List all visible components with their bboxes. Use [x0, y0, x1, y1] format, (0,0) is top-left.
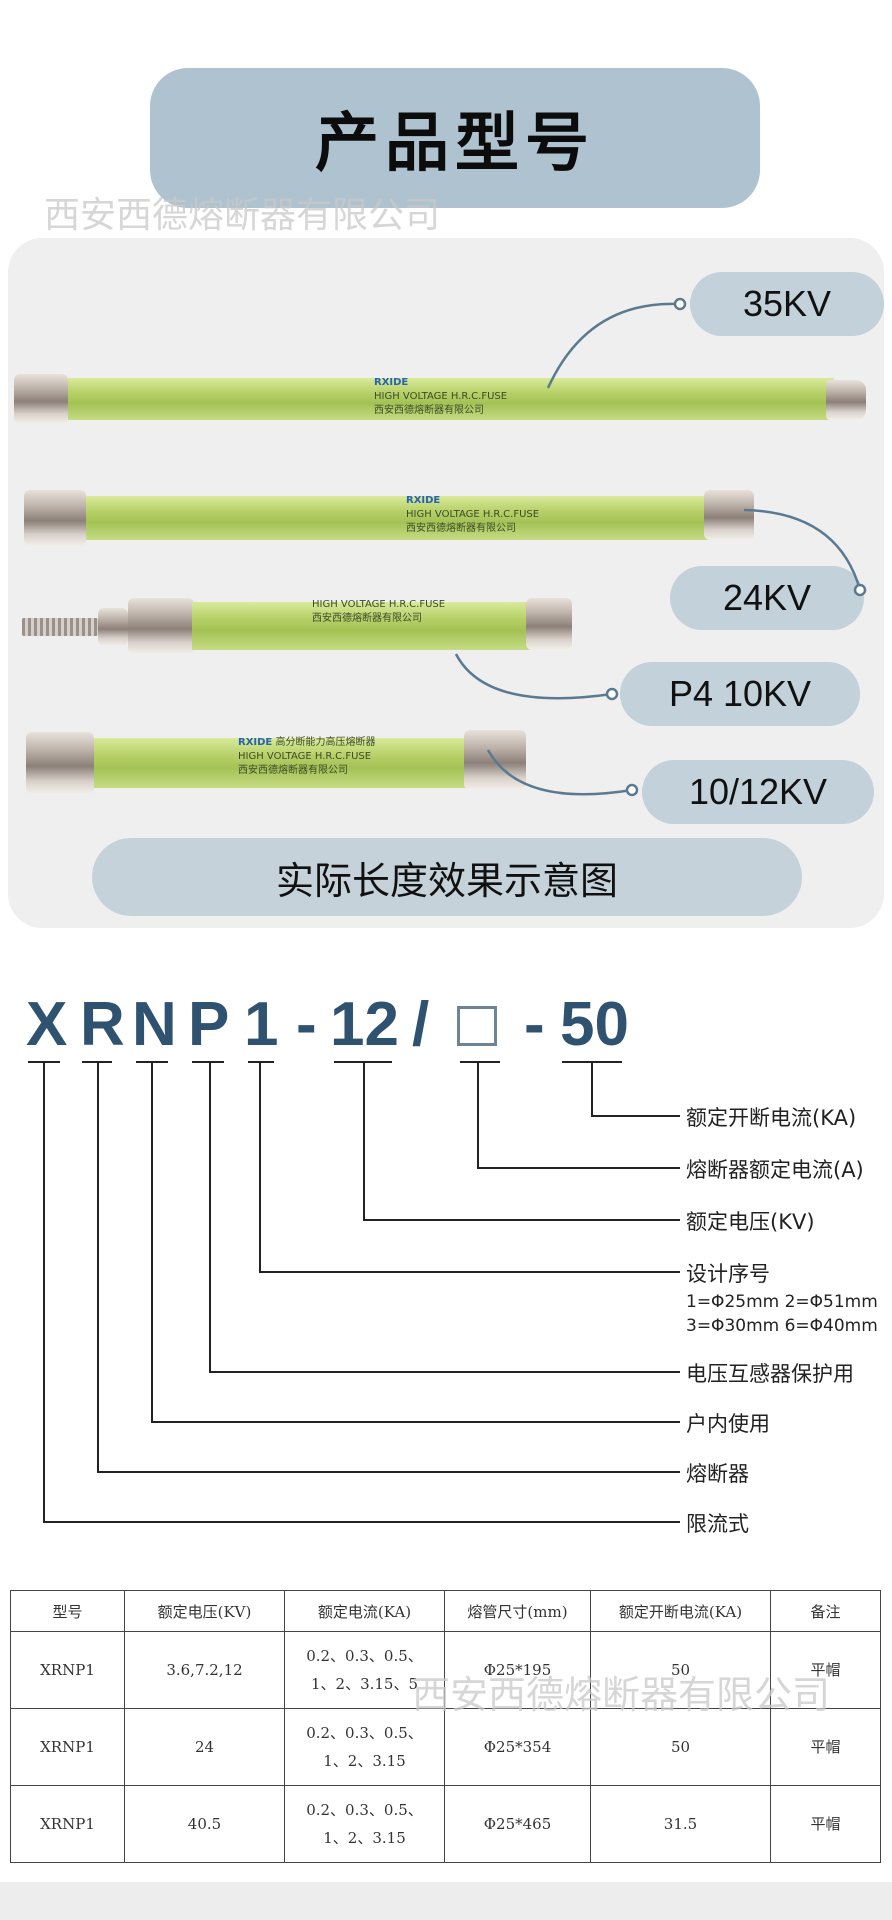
pill-connectors — [454, 297, 867, 797]
table-cell: 平帽 — [770, 1631, 881, 1709]
code-legend-lines — [28, 1061, 680, 1523]
table-cell: XRNP1 — [10, 1785, 125, 1863]
table-cell: 平帽 — [770, 1708, 881, 1786]
table-cell: 24 — [124, 1708, 285, 1786]
fuse-line-company: 西安西德熔断器有限公司 — [238, 765, 348, 776]
table-header-cell: 额定开断电流(KA) — [590, 1590, 771, 1632]
legend-pt-protection: 电压互感器保护用 — [686, 1362, 854, 1386]
code-char-slash: / — [412, 990, 430, 1059]
legend-rated-voltage: 额定电压(KV) — [686, 1210, 815, 1234]
legend-indoor-use: 户内使用 — [686, 1412, 770, 1436]
legend-fuse: 熔断器 — [686, 1462, 749, 1486]
voltage-pill-p4-10kv: P4 10KV — [620, 662, 860, 726]
table-cell: Φ25*354 — [444, 1708, 591, 1786]
fuse-brand-row: RXIDE 高分断能力高压熔断器 — [238, 737, 376, 748]
table-cell: 3.6,7.2,12 — [124, 1631, 285, 1709]
fuse-line-company: 西安西德熔断器有限公司 — [312, 613, 422, 624]
table-cell: 50 — [590, 1708, 771, 1786]
table-header-cell: 额定电流(KA) — [284, 1590, 445, 1632]
table-cell: 0.2、0.3、0.5、 1、2、3.15 — [284, 1785, 445, 1863]
fuse-line-en: HIGH VOLTAGE H.R.C.FUSE — [374, 391, 508, 402]
code-char-n: N — [132, 990, 177, 1059]
fuse-10-12kv: RXIDE 高分断能力高压熔断器 HIGH VOLTAGE H.R.C.FUSE… — [26, 730, 526, 796]
page-title: 产品型号 — [315, 107, 595, 181]
table-cell: Φ25*195 — [444, 1631, 591, 1709]
table-cell: XRNP1 — [10, 1631, 125, 1709]
table-header-cell: 型号 — [10, 1590, 125, 1632]
fuse-35kv: RXIDE HIGH VOLTAGE H.R.C.FUSE 西安西德熔断器有限公… — [14, 374, 866, 424]
bottom-strip — [0, 1882, 892, 1920]
fuse-line-company: 西安西德熔断器有限公司 — [374, 405, 484, 416]
voltage-pill-24kv: 24KV — [670, 566, 864, 630]
voltage-pill-35kv: 35KV — [690, 272, 884, 336]
fuse-line-en: HIGH VOLTAGE H.R.C.FUSE — [406, 509, 540, 520]
watermark: 西安西德熔断器有限公司 — [412, 1673, 831, 1717]
table-header-cell: 额定电压(KV) — [124, 1590, 285, 1632]
legend-design-number: 设计序号 — [686, 1262, 770, 1286]
code-char-1: 1 — [244, 990, 279, 1059]
code-char-dash-2: - — [524, 990, 545, 1059]
table-row: XRNP1 24 0.2、0.3、0.5、 1、2、3.15 Φ25*354 5… — [10, 1708, 881, 1786]
legend-design-note-2: 3=Φ30mm 6=Φ40mm — [686, 1316, 878, 1336]
spec-table: 型号 额定电压(KV) 额定电流(KA) 熔管尺寸(mm) 额定开断电流(KA)… — [10, 1590, 881, 1863]
code-char-50: 50 — [560, 990, 629, 1059]
table-row: XRNP1 40.5 0.2、0.3、0.5、 1、2、3.15 Φ25*465… — [10, 1785, 881, 1863]
fuse-line-en: HIGH VOLTAGE H.R.C.FUSE — [238, 751, 372, 762]
table-cell: 40.5 — [124, 1785, 285, 1863]
fuse-24kv: RXIDE HIGH VOLTAGE H.R.C.FUSE 西安西德熔断器有限公… — [24, 490, 754, 546]
code-char-r: R — [80, 990, 125, 1059]
code-char-p: P — [188, 990, 230, 1059]
table-cell: 31.5 — [590, 1785, 771, 1863]
table-header-cell: 熔管尺寸(mm) — [444, 1590, 591, 1632]
table-row: XRNP1 3.6,7.2,12 0.2、0.3、0.5、 1、2、3.15、5… — [10, 1631, 881, 1709]
watermark: 西安西德熔断器有限公司 — [44, 195, 441, 236]
table-cell: 50 — [590, 1631, 771, 1709]
title-banner: 产品型号 — [150, 68, 760, 208]
legend-current-limiting: 限流式 — [686, 1512, 749, 1536]
fuse-brand: RXIDE — [374, 377, 409, 388]
table-cell: 0.2、0.3、0.5、 1、2、3.15、5 — [284, 1631, 445, 1709]
legend-design-note-1: 1=Φ25mm 2=Φ51mm — [686, 1292, 878, 1312]
fuse-line-en: HIGH VOLTAGE H.R.C.FUSE — [312, 599, 446, 610]
table-cell: 0.2、0.3、0.5、 1、2、3.15 — [284, 1708, 445, 1786]
fuse-p4-10kv: HIGH VOLTAGE H.R.C.FUSE 西安西德熔断器有限公司 — [22, 594, 572, 658]
voltage-pill-10-12kv: 10/12KV — [642, 760, 874, 824]
code-char-12: 12 — [330, 990, 399, 1059]
table-cell: XRNP1 — [10, 1708, 125, 1786]
table-cell: Φ25*465 — [444, 1785, 591, 1863]
fuse-line-company: 西安西德熔断器有限公司 — [406, 523, 516, 534]
legend-rated-current: 熔断器额定电流(A) — [686, 1158, 864, 1182]
table-header-cell: 备注 — [770, 1590, 881, 1632]
fuse-brand: RXIDE — [406, 495, 441, 506]
legend-breaking-current: 额定开断电流(KA) — [686, 1106, 857, 1130]
table-header-row: 型号 额定电压(KV) 额定电流(KA) 熔管尺寸(mm) 额定开断电流(KA)… — [10, 1590, 881, 1632]
code-blank-box — [457, 1006, 497, 1046]
table-cell: 平帽 — [770, 1785, 881, 1863]
code-char-x: X — [26, 990, 68, 1059]
caption: 实际长度效果示意图 — [92, 838, 802, 916]
code-char-dash-1: - — [296, 990, 317, 1059]
